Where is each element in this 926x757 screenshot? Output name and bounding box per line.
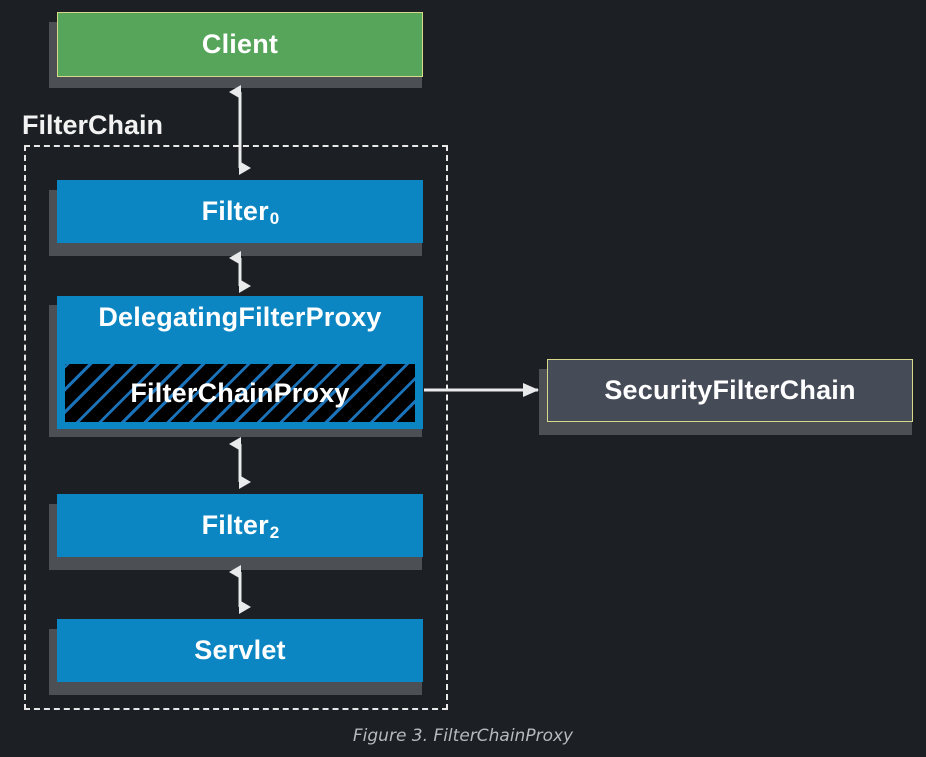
node-delegating-filter-proxy-label: DelegatingFilterProxy (98, 302, 382, 332)
node-filter2-label: Filter (201, 510, 269, 540)
node-servlet-label: Servlet (194, 635, 286, 665)
figure-caption: Figure 3. FilterChainProxy (352, 726, 574, 746)
node-filter2-subscript: 2 (269, 522, 280, 542)
node-servlet[interactable]: Servlet (57, 619, 423, 682)
node-filter0-label: Filter (201, 196, 269, 226)
node-client[interactable]: Client (57, 12, 423, 77)
node-delegating-filter-proxy[interactable]: DelegatingFilterProxy FilterChainProxy (57, 296, 423, 429)
node-security-filter-chain-label: SecurityFilterChain (604, 375, 856, 405)
node-filter0-subscript: 0 (269, 208, 280, 228)
node-filter-chain-proxy[interactable]: FilterChainProxy (65, 364, 415, 422)
node-security-filter-chain[interactable]: SecurityFilterChain (547, 359, 913, 422)
node-filter-chain-proxy-label: FilterChainProxy (130, 377, 350, 408)
node-client-label: Client (201, 29, 279, 59)
group-label-filterchain: FilterChain (22, 110, 164, 140)
